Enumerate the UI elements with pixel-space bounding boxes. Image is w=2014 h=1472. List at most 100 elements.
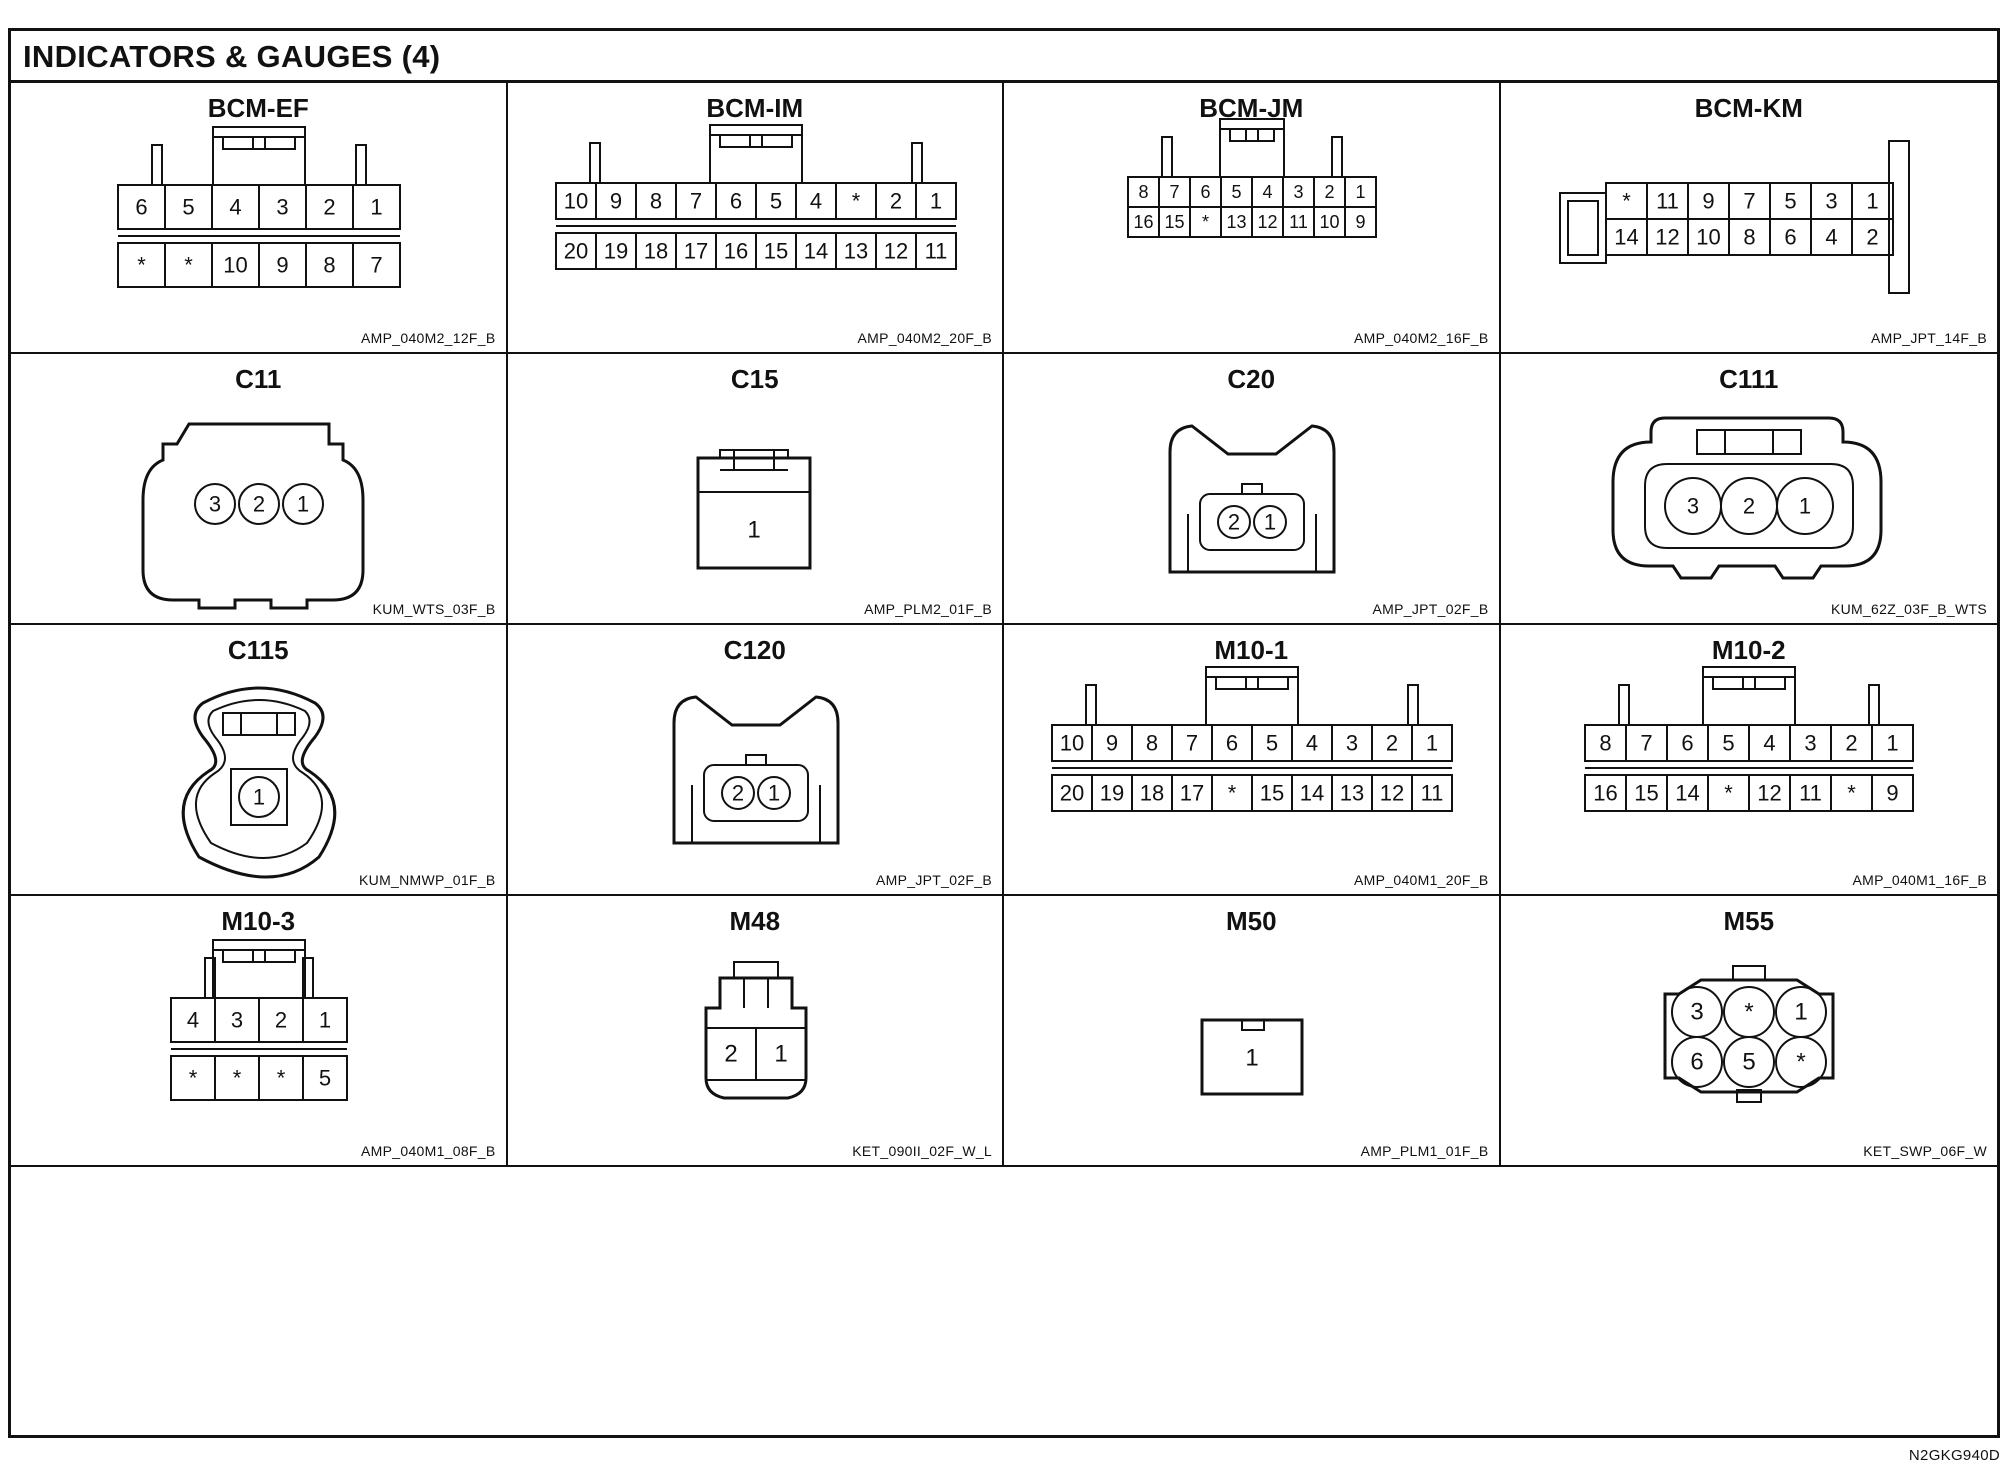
pin-label: *: [1622, 189, 1631, 214]
connector-name: M10-1: [1214, 635, 1289, 665]
pin-label: 1: [1264, 510, 1276, 535]
pin-label: 17: [1180, 781, 1204, 806]
pin-label: 9: [1355, 212, 1365, 232]
pin-label: 13: [843, 239, 867, 264]
side-post: [204, 957, 216, 999]
housing: [1611, 416, 1882, 580]
connector-drawing: 1: [1200, 1018, 1304, 1096]
pin-label: 6: [1690, 1049, 1703, 1076]
housing: [141, 422, 365, 610]
pin-label: 11: [1656, 189, 1679, 214]
latch: [1205, 666, 1299, 726]
pin-label: 2: [1742, 494, 1754, 519]
latch-tab: [1711, 677, 1786, 690]
pin-label: 11: [924, 239, 947, 264]
pin-label: 4: [1763, 731, 1775, 756]
side-post: [1867, 684, 1880, 726]
pin-label: 6: [1200, 182, 1210, 202]
latch: [708, 124, 803, 184]
pin-label: 13: [1340, 781, 1364, 806]
connector-part-code: KET_SWP_06F_W: [1863, 1143, 1987, 1159]
pin-label: *: [851, 189, 860, 214]
pin-label: 3: [1293, 182, 1303, 202]
pin-label: 3: [1804, 731, 1816, 756]
connector-part-code: KET_090II_02F_W_L: [852, 1143, 992, 1159]
latch: [212, 126, 306, 186]
latch-tab: [718, 135, 793, 148]
pin-label: 4: [809, 189, 821, 214]
connector-name: C111: [1719, 364, 1779, 394]
housing: [696, 456, 811, 570]
pin-label: 3: [1690, 999, 1703, 1026]
pin-label: *: [233, 1066, 242, 1091]
connector-part-code: AMP_JPT_14F_B: [1871, 330, 1987, 346]
pin-label: 4: [1306, 731, 1318, 756]
pin-label: 19: [603, 239, 627, 264]
pin-label: 4: [1262, 182, 1272, 202]
connector-name: C120: [723, 635, 786, 665]
pin-label: 16: [1593, 781, 1617, 806]
side-post: [1085, 684, 1097, 726]
connector-name: C11: [235, 364, 282, 394]
pin-label: 18: [1140, 781, 1164, 806]
pin-label: 6: [1226, 731, 1238, 756]
pin-label: 6: [135, 195, 147, 220]
pin-label: 9: [1106, 731, 1118, 756]
pin-label: 12: [883, 239, 907, 264]
pin-label: 12: [1380, 781, 1404, 806]
pin-label: 3: [1346, 731, 1358, 756]
pin-square: [230, 768, 288, 826]
pin-label: 1: [747, 517, 760, 544]
pin-label: 1: [767, 781, 779, 806]
connector-part-code: KUM_62Z_03F_B_WTS: [1830, 601, 1987, 617]
pin-label: 14: [1614, 225, 1638, 250]
latch: [212, 939, 306, 999]
pin-label: 2: [1324, 182, 1334, 202]
pin-label: 5: [1266, 731, 1278, 756]
pin-label: 5: [1784, 189, 1796, 214]
housing: [1168, 424, 1336, 574]
pin-label: *: [1796, 1049, 1805, 1076]
pin-label: 1: [929, 189, 941, 214]
connector-name: BCM-EF: [207, 93, 309, 123]
pin-label: 13: [1226, 212, 1246, 232]
pin-label: 15: [1164, 212, 1184, 232]
pin-label: 14: [803, 239, 827, 264]
pin-label: 17: [683, 239, 707, 264]
latch-tab: [1229, 129, 1275, 142]
pin-label: 9: [609, 189, 621, 214]
pin-label: 16: [1133, 212, 1153, 232]
pin-socket: [1722, 1036, 1775, 1088]
pin-label: *: [184, 253, 193, 278]
pin-label: 3: [1686, 494, 1698, 519]
pin-label: 2: [1228, 510, 1240, 535]
connector-part-code: KUM_WTS_03F_B: [372, 601, 496, 617]
connector-part-code: AMP_040M1_08F_B: [361, 1143, 496, 1159]
latch-top: [732, 961, 779, 979]
side-post: [910, 142, 923, 184]
pin-label: 2: [724, 1041, 737, 1068]
pin-socket: [238, 776, 280, 818]
pin-label: *: [189, 1066, 198, 1091]
pin-label: 1: [1798, 494, 1810, 519]
pin-label: 6: [729, 189, 741, 214]
pin-label: 20: [563, 239, 587, 264]
side-post: [151, 144, 163, 186]
latch: [222, 712, 296, 736]
pin-label: 2: [323, 195, 335, 220]
connector-part-code: AMP_040M2_16F_B: [1354, 330, 1489, 346]
latch-tab: [222, 137, 296, 150]
pin-socket: [1217, 505, 1251, 539]
connector-drawing: 3 2 1: [1611, 416, 1882, 580]
pin-label: 7: [1186, 731, 1198, 756]
